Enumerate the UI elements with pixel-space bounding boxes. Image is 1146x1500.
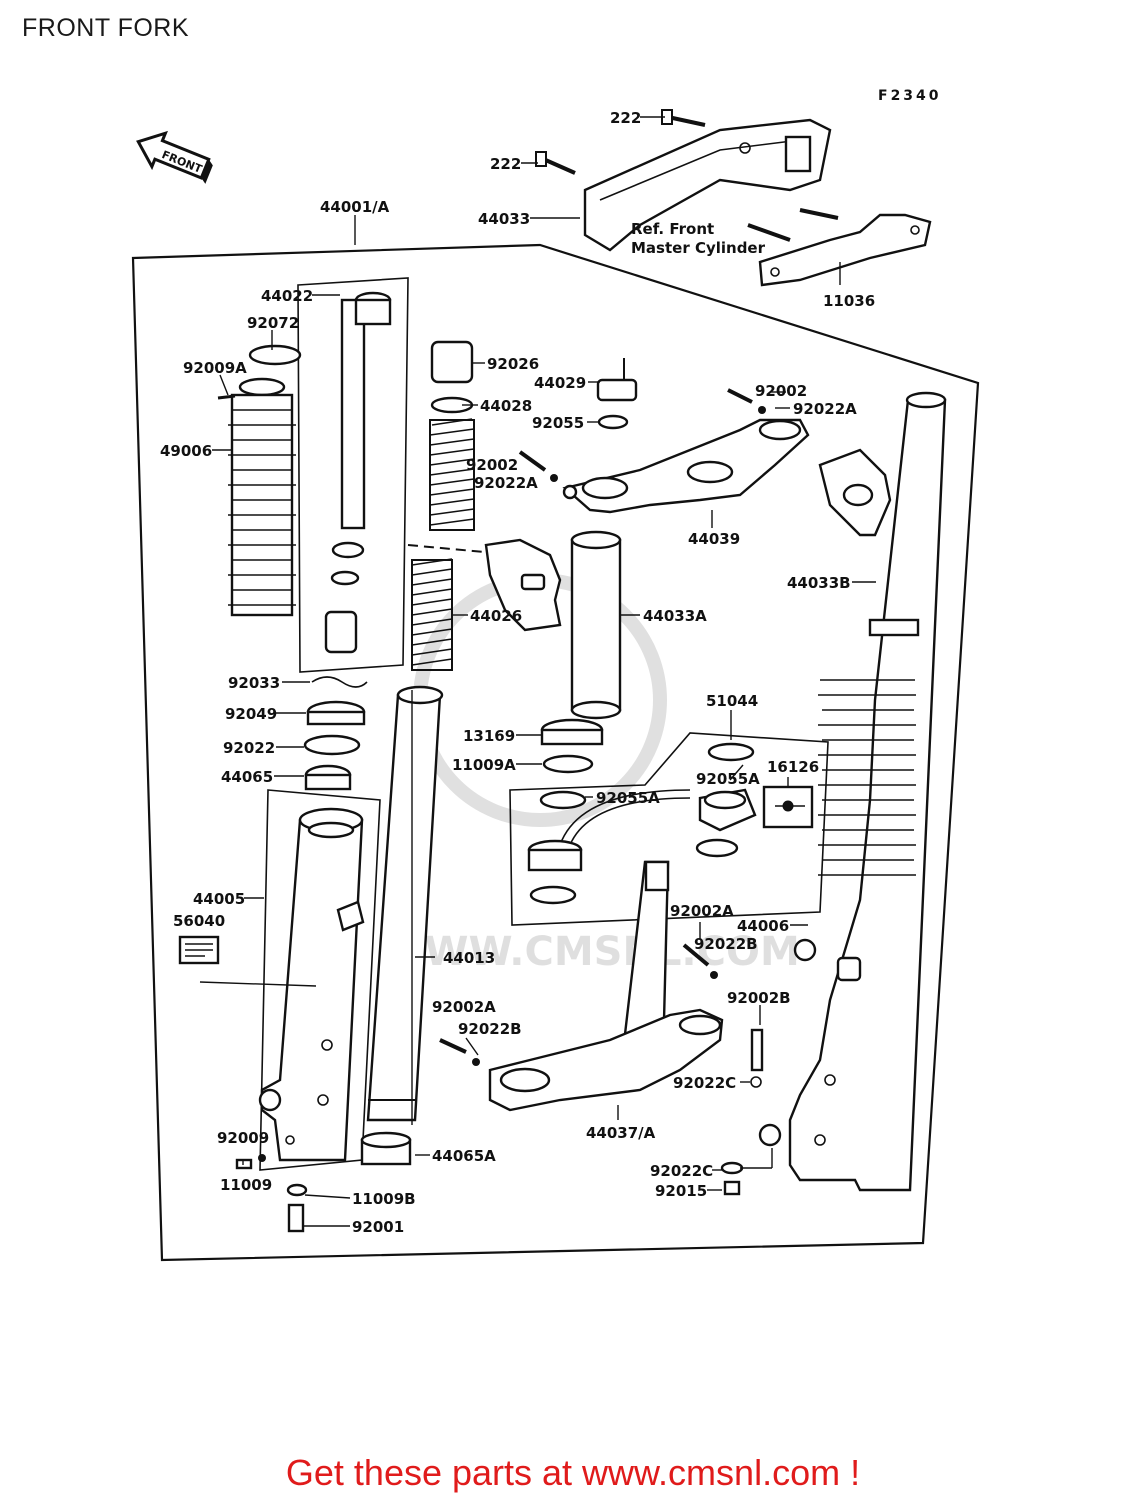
label-92033: 92033 (228, 674, 280, 692)
clamp-11036-icon (747, 208, 932, 287)
label-92022b-right: 92022B (694, 935, 758, 953)
bearings-13169-icon (540, 718, 604, 774)
front-arrow-icon: FRONT (136, 130, 213, 184)
label-92049: 92049 (225, 705, 277, 723)
drain-bolts-icon (235, 1154, 308, 1233)
page-title: FRONT FORK (22, 14, 190, 42)
handlebar-holder-icon (583, 118, 832, 252)
label-92022c-upper: 92022C (673, 1074, 736, 1092)
label-11009: 11009 (220, 1176, 272, 1194)
label-92009a: 92009A (183, 359, 247, 377)
label-44033: 44033 (478, 210, 530, 228)
label-44065: 44065 (221, 768, 273, 786)
fork-spring-44026-icon (407, 340, 496, 671)
label-92002: 92002 (466, 456, 518, 474)
figure-id: F2340 (878, 88, 942, 104)
lower-bracket-44037-icon (439, 860, 764, 1112)
label-44039: 44039 (688, 530, 740, 548)
oil-seal-stack-icon (303, 676, 368, 791)
label-92022a-left: 92022A (474, 474, 538, 492)
outer-tube-44005-icon (258, 807, 365, 1162)
label-16126: 16126 (767, 758, 819, 776)
label-92002b: 92002B (727, 989, 791, 1007)
ref-note-line2: Master Cylinder (631, 239, 766, 257)
label-92022a-right: 92022A (793, 400, 857, 418)
bush-44065A-icon (360, 1131, 412, 1166)
label-92026: 92026 (487, 355, 539, 373)
label-92015: 92015 (655, 1182, 707, 1200)
ref-note-line1: Ref. Front (631, 220, 714, 238)
label-44029: 44029 (534, 374, 586, 392)
label-56040-icon (178, 935, 220, 965)
upper-bracket-44039-icon (518, 358, 810, 514)
label-13169: 13169 (463, 727, 515, 745)
inner-tube-44013-icon (366, 685, 444, 1125)
label-44013: 44013 (443, 949, 495, 967)
label-44026: 44026 (470, 607, 522, 625)
label-11009b: 11009B (352, 1190, 416, 1208)
label-92055: 92055 (532, 414, 584, 432)
label-92002a-right: 92002A (670, 902, 734, 920)
label-44033b: 44033B (787, 574, 851, 592)
label-92055a-right: 92055A (696, 770, 760, 788)
bolt-222-icon (535, 109, 706, 175)
label-222-b: 222 (490, 155, 521, 173)
label-44005: 44005 (193, 890, 245, 908)
label-44022: 44022 (261, 287, 313, 305)
label-44028: 44028 (480, 397, 532, 415)
label-222-a: 222 (610, 109, 641, 127)
label-92072: 92072 (247, 314, 299, 332)
assembly-frame (131, 243, 980, 1262)
label-51044: 51044 (706, 692, 758, 710)
promo-link[interactable]: Get these parts at www.cmsnl.com ! (285, 1452, 861, 1493)
damper-rod-44022-icon (324, 291, 392, 654)
label-11009a: 11009A (452, 756, 516, 774)
label-44033a: 44033A (643, 607, 707, 625)
part-labels: 222 222 44033 Ref. Front Master Cylinder… (160, 109, 875, 1236)
label-92055a-left: 92055A (596, 789, 660, 807)
label-92009: 92009 (217, 1129, 269, 1147)
label-44065a: 44065A (432, 1147, 496, 1165)
label-92022b-left: 92022B (458, 1020, 522, 1038)
steering-stem-subframe (509, 732, 829, 926)
label-92022c-lower: 92022C (650, 1162, 713, 1180)
steering-stem-51044-icon (527, 742, 814, 905)
left-fork-subframe (297, 277, 409, 673)
label-92002a-left: 92002A (432, 998, 496, 1016)
label-92002-right: 92002 (755, 382, 807, 400)
leader-lines (199, 116, 876, 1227)
right-fork-leg-44006-icon (720, 391, 947, 1196)
label-44001-a: 44001/A (320, 198, 390, 216)
fork-cover-44033A-icon (484, 530, 622, 720)
label-11036: 11036 (823, 292, 875, 310)
svg-text:WWW.CMSNL.COM: WWW.CMSNL.COM (380, 929, 800, 975)
label-44037-a: 44037/A (586, 1124, 656, 1142)
label-92022: 92022 (223, 739, 275, 757)
label-92001: 92001 (352, 1218, 404, 1236)
dust-boot-49006-icon (217, 344, 302, 617)
label-56040: 56040 (173, 912, 225, 930)
label-44006: 44006 (737, 917, 789, 935)
label-49006: 49006 (160, 442, 212, 460)
